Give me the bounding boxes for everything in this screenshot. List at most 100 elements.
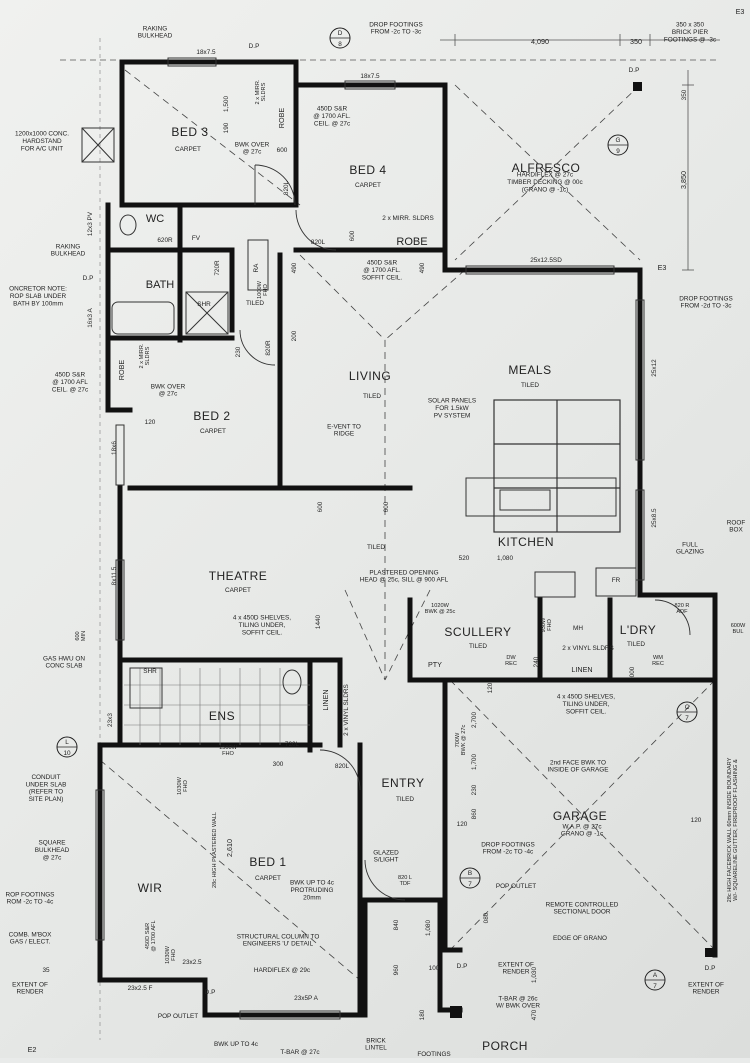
svg-text:PTY: PTY [428, 660, 442, 669]
downpipes [450, 82, 714, 1018]
svg-text:L: L [65, 739, 69, 746]
room-bed2: BED 2 [193, 409, 230, 423]
svg-text:C: C [685, 704, 690, 711]
svg-text:100: 100 [429, 965, 440, 972]
svg-text:POP OUTLET: POP OUTLET [496, 883, 536, 890]
svg-text:E2: E2 [28, 1045, 37, 1054]
svg-text:2 x MIRR.SLDRS: 2 x MIRR.SLDRS [139, 343, 151, 368]
svg-text:EDGE OF GRANO: EDGE OF GRANO [553, 935, 607, 942]
svg-text:D.P: D.P [705, 965, 716, 972]
svg-text:B: B [468, 870, 472, 877]
svg-text:820L: 820L [311, 239, 326, 246]
svg-text:4,090: 4,090 [531, 37, 549, 46]
room-entry: ENTRY [382, 776, 425, 790]
svg-text:D.P: D.P [457, 963, 468, 970]
svg-text:FR: FR [612, 577, 621, 584]
svg-text:25x12.5SD: 25x12.5SD [530, 257, 562, 264]
svg-text:3,850: 3,850 [679, 171, 688, 189]
svg-text:600: 600 [317, 501, 324, 512]
svg-text:POP OUTLET: POP OUTLET [158, 1013, 198, 1020]
svg-text:180: 180 [419, 1009, 426, 1020]
svg-text:TILED: TILED [627, 641, 645, 648]
svg-text:18x7.5: 18x7.5 [196, 49, 216, 56]
section-marker-a7: A 7 [644, 969, 666, 991]
svg-text:700WBWK @ 27c: 700WBWK @ 27c [455, 725, 467, 756]
svg-text:120: 120 [457, 821, 468, 828]
svg-text:350: 350 [681, 89, 688, 100]
svg-text:MH: MH [573, 625, 583, 632]
floor-finish-labels: CARPET CARPET TILED TILED CARPET TILED C… [175, 146, 645, 882]
svg-text:8x11.5: 8x11.5 [111, 566, 118, 585]
room-living: LIVING [349, 369, 391, 383]
svg-text:BWK UP TO 4c: BWK UP TO 4c [214, 1041, 259, 1048]
room-ldry: L'DRY [620, 623, 657, 637]
room-bed4: BED 4 [349, 163, 386, 177]
svg-text:4 x 450D SHELVES,TILING UNDER,: 4 x 450D SHELVES,TILING UNDER,SOFFIT CEI… [233, 615, 291, 637]
svg-text:FOOTINGS: FOOTINGS [417, 1051, 450, 1058]
svg-text:840: 840 [393, 919, 400, 930]
svg-text:D.P: D.P [249, 43, 260, 50]
svg-text:D.P: D.P [205, 989, 216, 996]
section-marker-g9: G 9 [607, 134, 629, 156]
svg-text:300: 300 [273, 761, 284, 768]
room-linen-ldry: LINEN [571, 665, 592, 674]
room-bath: BATH [146, 279, 175, 291]
svg-text:18x7.5: 18x7.5 [360, 73, 380, 80]
svg-text:1030WFHO: 1030WFHO [177, 776, 189, 794]
svg-text:RA: RA [253, 263, 260, 273]
svg-text:25x8.5: 25x8.5 [651, 508, 658, 528]
room-wir: WIR [138, 881, 163, 895]
svg-text:23x2.5 F: 23x2.5 F [128, 985, 153, 992]
svg-text:230: 230 [235, 346, 242, 357]
svg-text:TILED: TILED [521, 382, 539, 389]
room-kitchen: KITCHEN [498, 535, 554, 549]
svg-text:1,080: 1,080 [497, 555, 513, 562]
svg-text:7: 7 [468, 881, 472, 888]
svg-text:000: 000 [629, 666, 636, 677]
svg-text:A: A [653, 972, 658, 979]
section-marker-l10: L 10 [56, 736, 78, 758]
room-meals: MEALS [508, 363, 551, 377]
svg-text:TILED: TILED [469, 643, 487, 650]
svg-text:7: 7 [653, 983, 657, 990]
svg-text:9: 9 [616, 148, 620, 155]
svg-text:120: 120 [487, 682, 494, 693]
svg-text:230: 230 [471, 784, 478, 795]
svg-text:2 x MIRR.SLDRS: 2 x MIRR.SLDRS [255, 79, 267, 104]
room-ens: ENS [209, 709, 235, 723]
room-wc: WC [146, 213, 164, 225]
svg-text:28c HIGH FACEBRICK WALL 60mm I: 28c HIGH FACEBRICK WALL 60mm INSIDE BOUN… [727, 757, 739, 902]
svg-text:10: 10 [63, 750, 71, 757]
room-garage: GARAGE [553, 809, 607, 823]
svg-text:600: 600 [383, 501, 390, 512]
svg-text:820L: 820L [283, 180, 290, 195]
svg-text:BWK OVER@ 27c: BWK OVER@ 27c [151, 383, 186, 397]
